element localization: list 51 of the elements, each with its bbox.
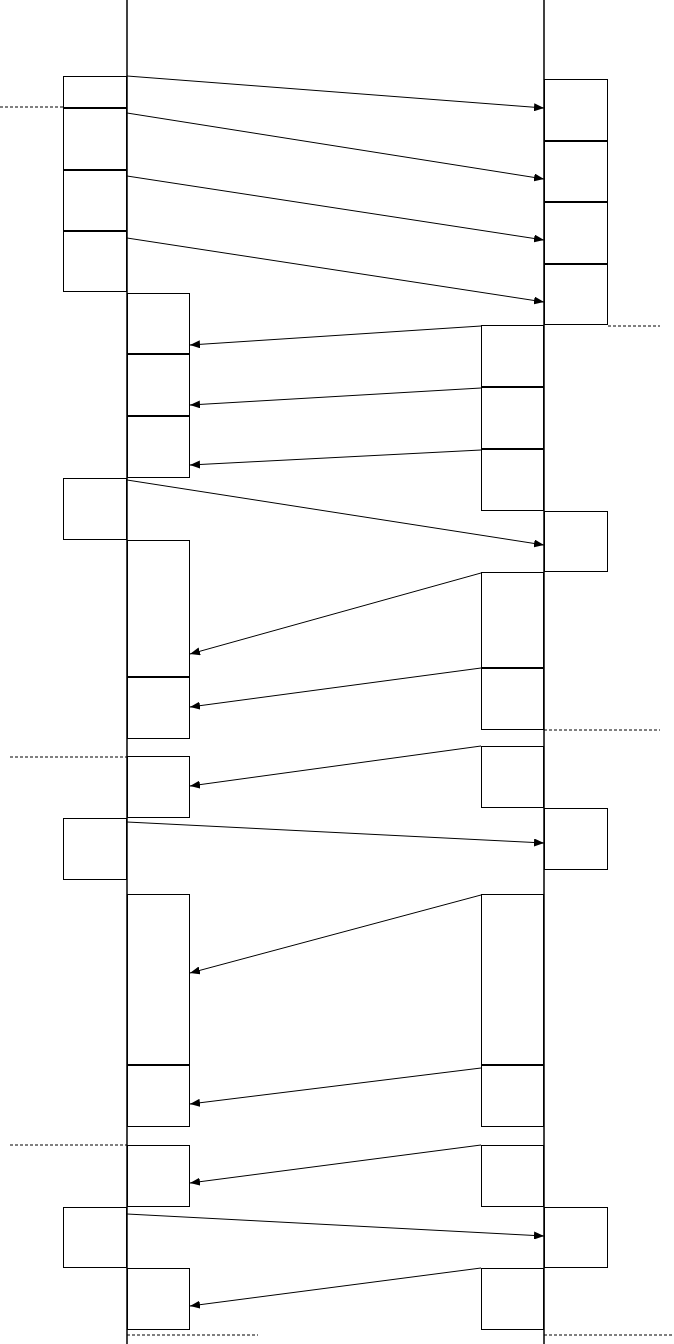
activation-box — [544, 1207, 608, 1268]
activation-box — [481, 894, 544, 1065]
activation-box — [544, 202, 608, 264]
activation-box — [127, 416, 190, 478]
activation-box — [63, 478, 127, 540]
arrow — [189, 387, 482, 409]
arrow — [126, 175, 545, 243]
arrow — [189, 449, 482, 469]
arrow — [189, 1267, 482, 1309]
arrow — [126, 1213, 545, 1240]
activation-box — [63, 231, 127, 292]
activation-box — [63, 76, 127, 108]
activation-box — [481, 572, 544, 668]
arrow — [126, 479, 545, 548]
activation-box — [481, 387, 544, 449]
activation-box — [127, 354, 190, 416]
activation-box — [63, 108, 127, 170]
arrow — [189, 1144, 482, 1186]
arrow — [126, 237, 545, 305]
activation-box — [127, 540, 190, 677]
activation-box — [127, 1065, 190, 1127]
activation-box — [481, 1065, 544, 1127]
activation-box — [127, 293, 190, 354]
arrow — [189, 745, 482, 789]
activation-box — [544, 511, 608, 572]
activation-box — [63, 1207, 127, 1268]
activation-box — [544, 264, 608, 325]
activation-box — [481, 668, 544, 730]
activation-box — [481, 1268, 544, 1330]
activation-box — [127, 756, 190, 818]
activation-box — [481, 449, 544, 511]
activation-box — [127, 677, 190, 739]
activation-box — [127, 894, 190, 1065]
arrow — [189, 325, 482, 349]
activation-box — [544, 141, 608, 202]
activation-box — [63, 170, 127, 231]
activation-box — [544, 79, 608, 141]
activation-box — [481, 1145, 544, 1207]
activation-box — [127, 1268, 190, 1330]
activation-box — [481, 746, 544, 808]
arrow — [126, 821, 545, 847]
arrow — [189, 572, 482, 656]
activation-box — [127, 1145, 190, 1207]
activation-box — [544, 808, 608, 870]
arrow — [126, 75, 545, 112]
arrow — [126, 112, 545, 182]
activation-box — [481, 325, 544, 387]
arrow — [189, 894, 482, 975]
arrow — [189, 667, 482, 710]
arrow — [189, 1067, 482, 1107]
activation-box — [63, 818, 127, 880]
